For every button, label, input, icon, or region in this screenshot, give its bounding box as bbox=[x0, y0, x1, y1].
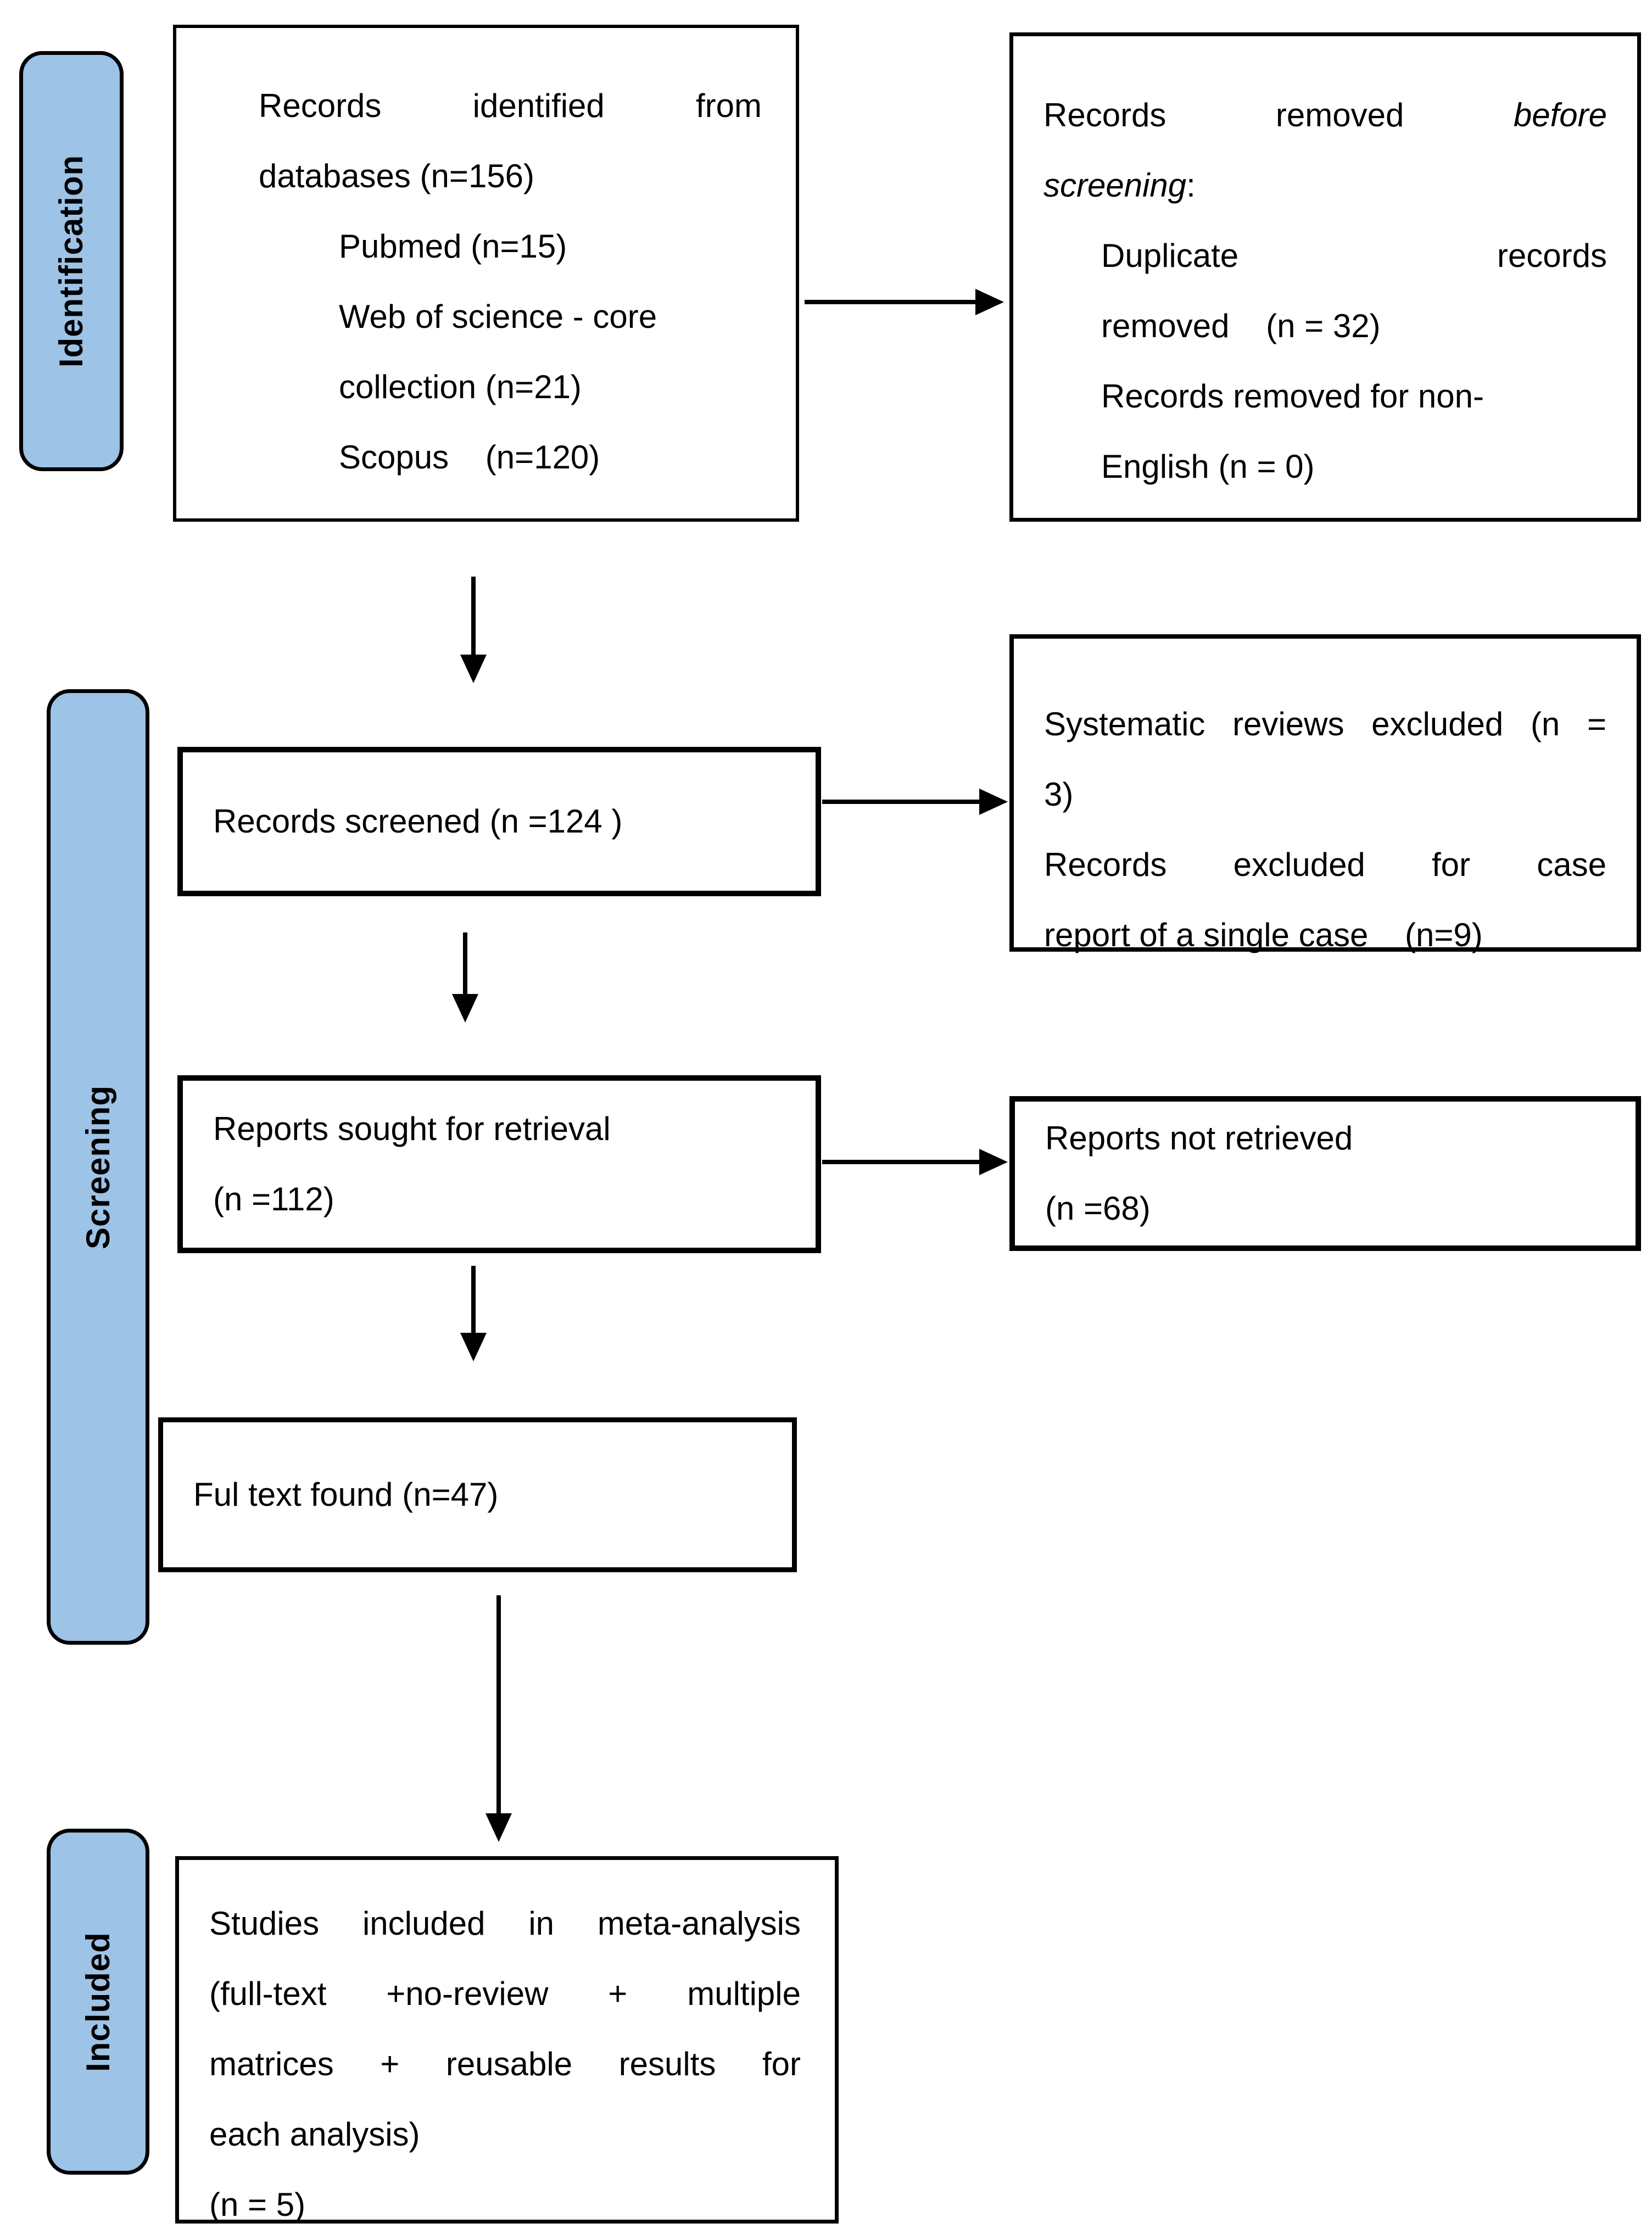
box-line: Records removed for non- bbox=[1101, 378, 1484, 415]
box-reports-sought: Reports sought for retrieval (n =112) bbox=[177, 1075, 821, 1253]
box-line: Ful text found (n=47) bbox=[193, 1476, 499, 1513]
box-line: (n =68) bbox=[1045, 1190, 1151, 1227]
box-line: Systematic reviews excluded (n = bbox=[1044, 706, 1606, 742]
box-line: matrices + reusable results for bbox=[209, 2046, 801, 2082]
box-reports-not-retrieved: Reports not retrieved (n =68) bbox=[1009, 1096, 1641, 1251]
box-line: Records screened (n =124 ) bbox=[213, 803, 623, 840]
box-line: Duplicate records bbox=[1101, 237, 1607, 274]
stage-bar-screening: Screening bbox=[47, 689, 149, 1645]
box-full-text-found: Ful text found (n=47) bbox=[158, 1417, 797, 1572]
box-line: Studies included in meta-analysis bbox=[209, 1905, 801, 1942]
box-records-removed: Records removed before screening: Duplic… bbox=[1009, 32, 1641, 522]
box-line: Pubmed (n=15) bbox=[339, 228, 567, 265]
box-line: Records excluded for case bbox=[1044, 846, 1606, 883]
box-line: each analysis) bbox=[209, 2116, 420, 2153]
box-line: Records removed before bbox=[1043, 97, 1607, 133]
stage-label-screening: Screening bbox=[80, 1085, 117, 1249]
stage-label-identification: Identification bbox=[53, 154, 90, 368]
stage-label-included: Included bbox=[80, 1931, 116, 2072]
box-line: Reports not retrieved bbox=[1045, 1120, 1353, 1157]
box-line: screening: bbox=[1043, 167, 1196, 204]
box-line: collection (n=21) bbox=[339, 368, 582, 405]
box-records-screened: Records screened (n =124 ) bbox=[177, 747, 821, 896]
box-line: removed (n = 32) bbox=[1101, 308, 1381, 344]
box-line: Records identified from bbox=[259, 87, 762, 124]
box-line: (n =112) bbox=[213, 1181, 334, 1217]
box-line: (n = 5) bbox=[209, 2186, 306, 2223]
box-records-excluded: Systematic reviews excluded (n = 3) Reco… bbox=[1009, 634, 1641, 953]
box-line: (full-text +no-review + multiple bbox=[209, 1975, 801, 2012]
box-studies-included: Studies included in meta-analysis (full-… bbox=[175, 1856, 839, 2224]
box-line: English (n = 0) bbox=[1101, 448, 1315, 485]
box-line: Reports sought for retrieval bbox=[213, 1110, 611, 1147]
box-line: report of a single case (n=9) bbox=[1044, 917, 1483, 953]
box-records-identified: Records identified from databases (n=156… bbox=[173, 25, 799, 522]
stage-bar-identification: Identification bbox=[19, 51, 124, 471]
stage-bar-included: Included bbox=[47, 1829, 149, 2175]
box-line: databases (n=156) bbox=[259, 158, 535, 194]
box-line: Web of science - core bbox=[339, 298, 657, 335]
box-line: 3) bbox=[1044, 776, 1074, 813]
box-line: Scopus (n=120) bbox=[339, 439, 600, 476]
